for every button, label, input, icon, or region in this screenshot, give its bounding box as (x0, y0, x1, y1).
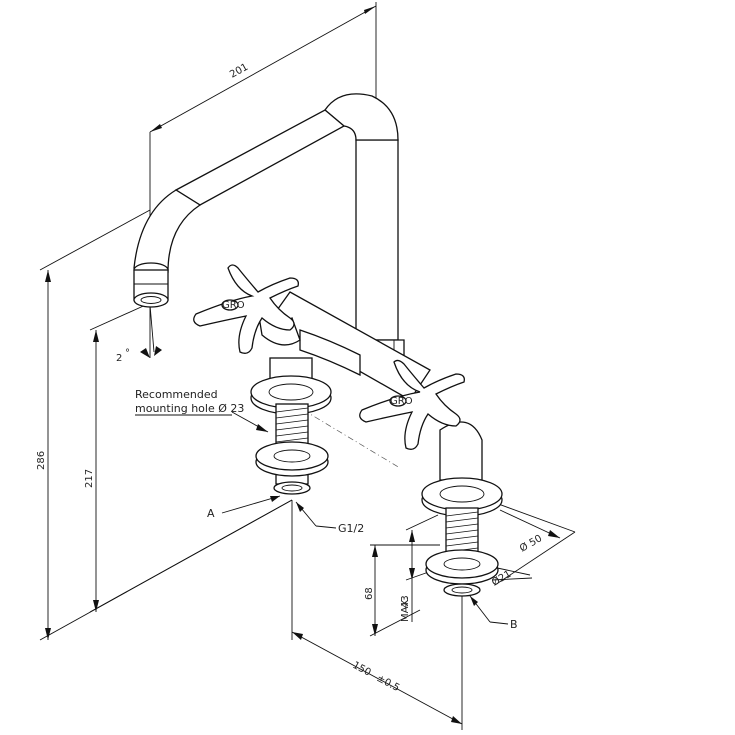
spout-angle-label: 2 (116, 353, 122, 364)
thread-label: G1/2 (338, 522, 364, 535)
right-valve (421, 421, 503, 597)
mounting-note-line1: Recommended (135, 388, 218, 401)
total-height-label: 286 (36, 451, 47, 470)
bridge-body (269, 291, 431, 401)
centers-label: 150 (351, 660, 373, 679)
spout-height-label: 217 (84, 469, 95, 488)
right-handle-logo: GRO (390, 396, 413, 407)
connection-label-b: B (510, 618, 518, 631)
dimension-lines (39, 2, 576, 730)
max-thickness-label: 43 (400, 595, 411, 608)
mounting-note-line2: mounting hole Ø 23 (135, 402, 244, 415)
max-label: MAX. (400, 597, 411, 623)
right-handle: GRO (359, 359, 465, 450)
centers-tolerance-label: ±0.5 (375, 673, 402, 694)
left-handle: GRO (193, 264, 301, 354)
flange-diameter-label: Ø 50 (518, 532, 545, 554)
shank-length-label: 68 (364, 587, 375, 600)
left-handle-logo: GRO (222, 300, 245, 311)
connection-label-a: A (207, 507, 215, 520)
notes: Recommended mounting hole Ø 23 G1/2 A B (135, 388, 518, 631)
degree-symbol: ° (125, 348, 130, 359)
left-valve (250, 357, 332, 495)
